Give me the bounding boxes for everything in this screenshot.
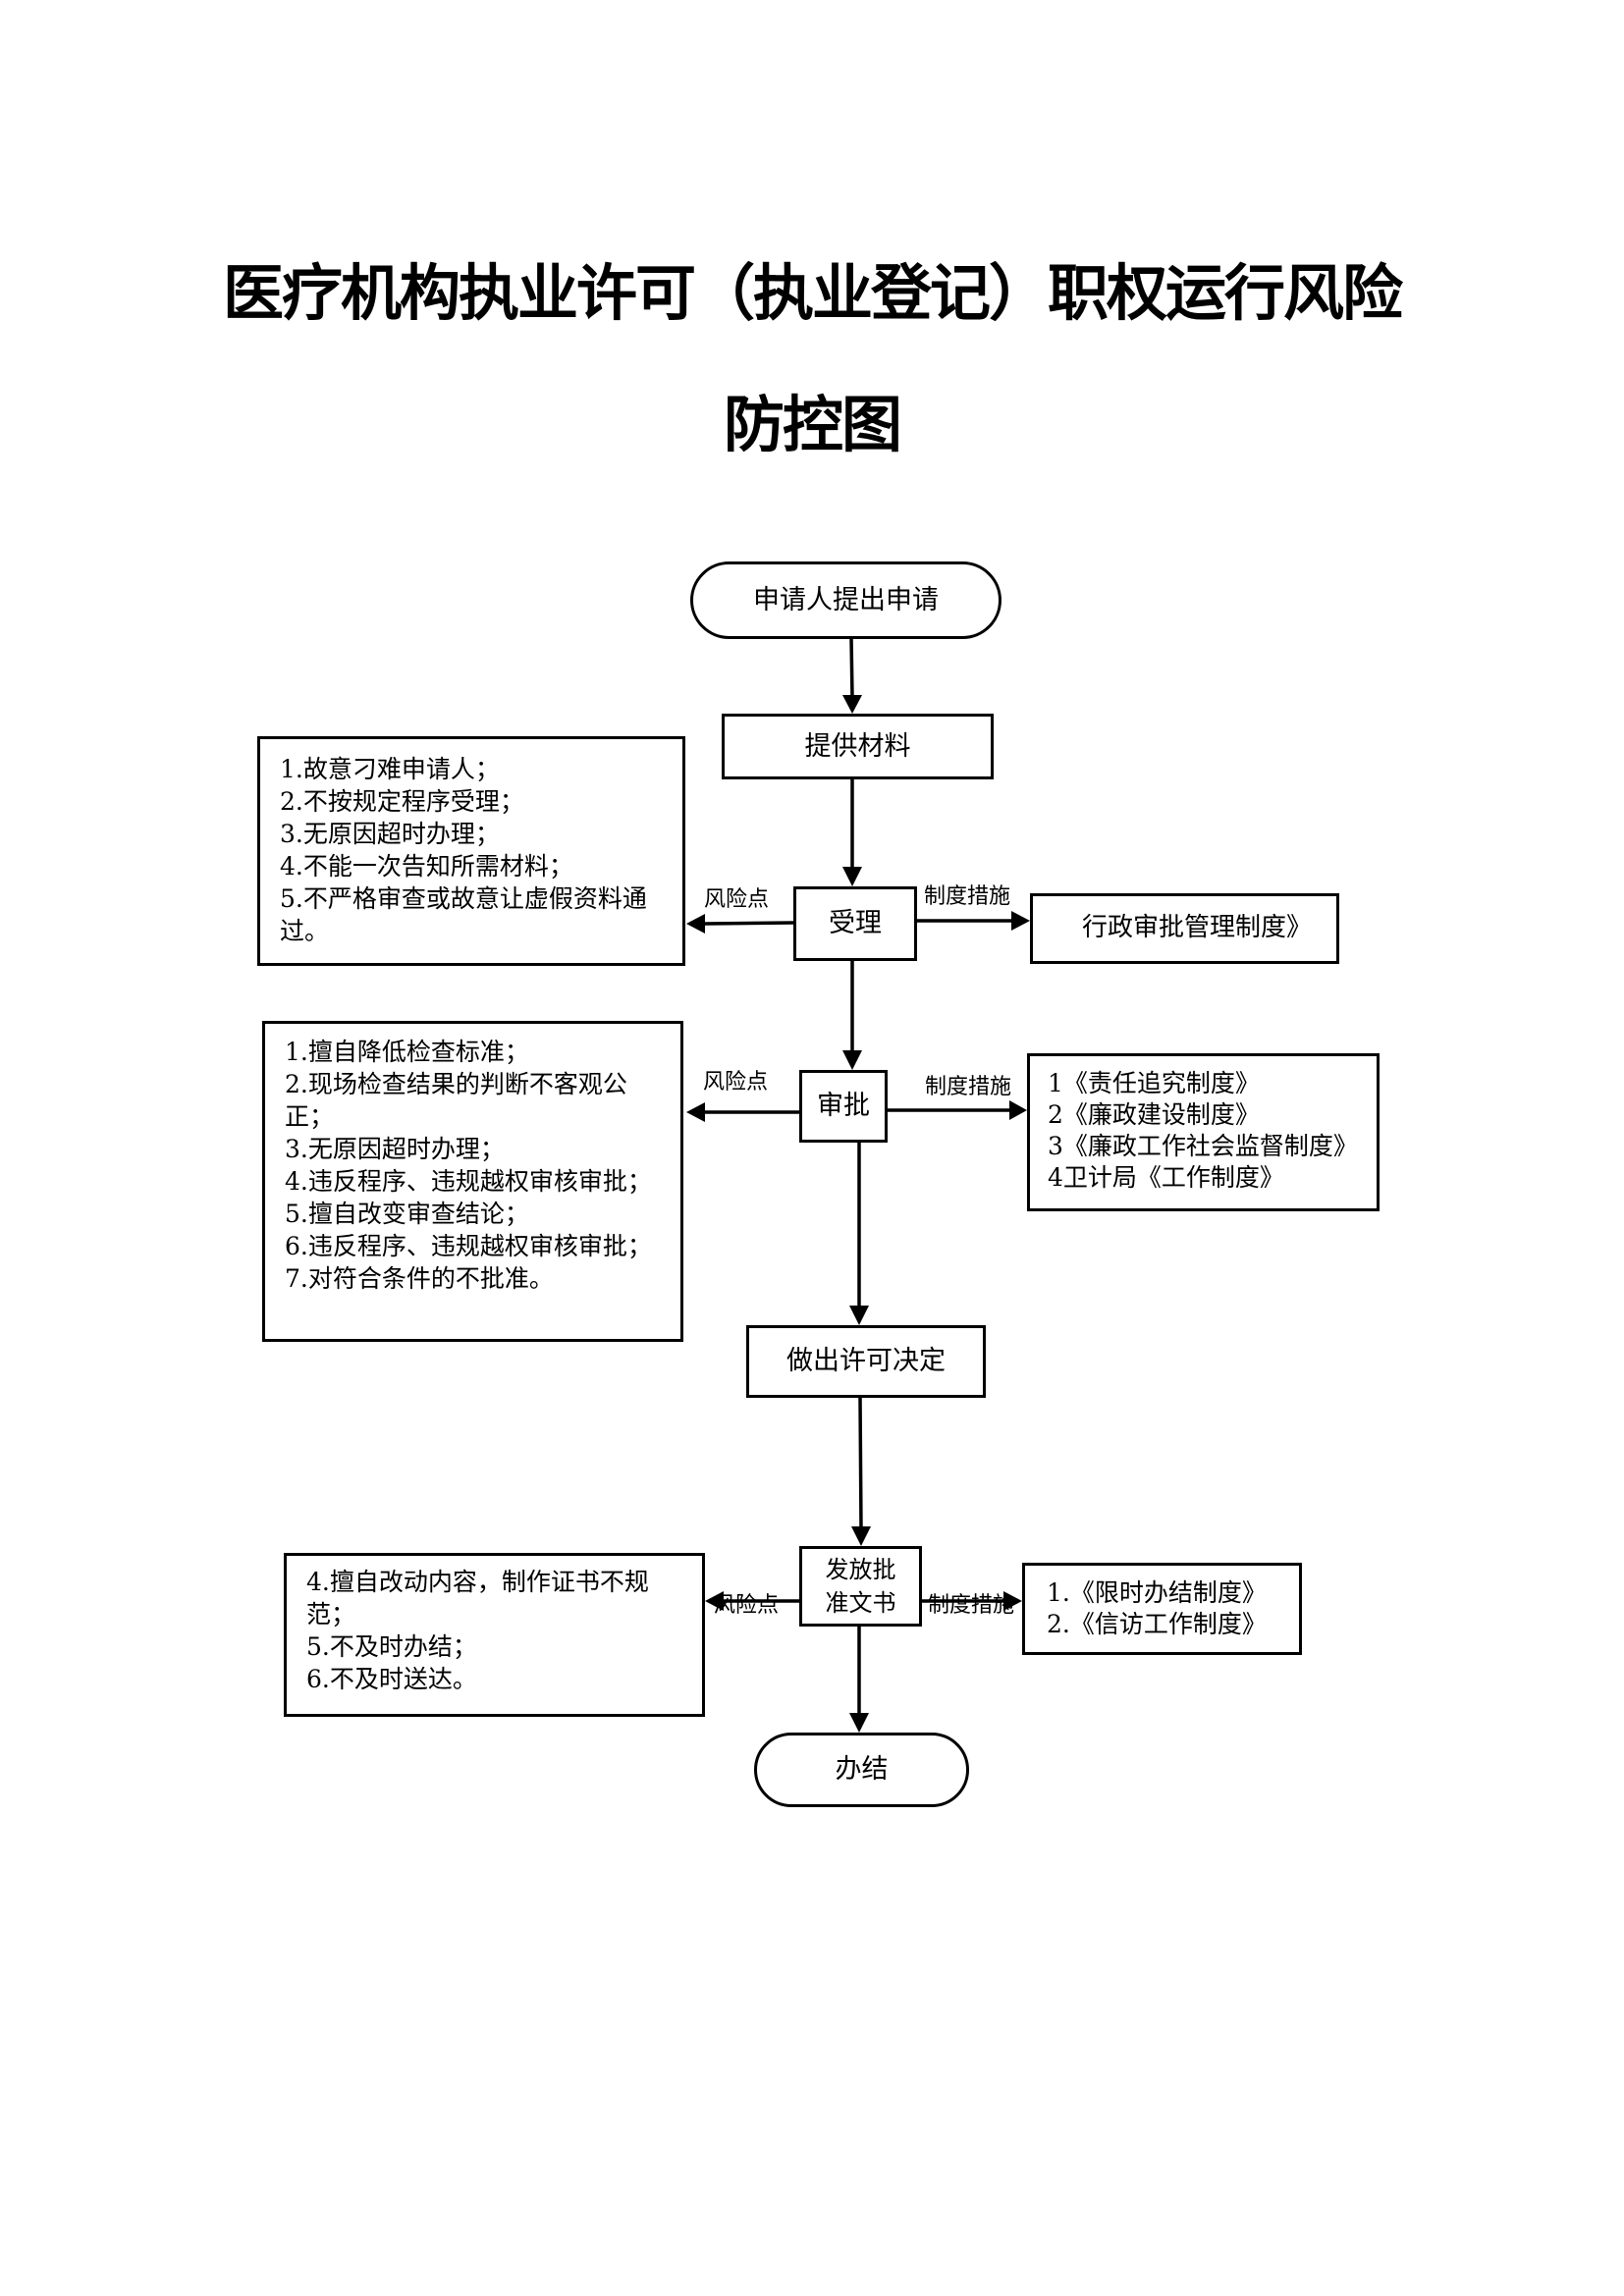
approve-measures-box: 1《责任追究制度》 2《廉政建设制度》 3《廉政工作社会监督制度》 4卫计局《工…: [1027, 1053, 1380, 1211]
risk-item: 5.不严格审查或故意让虚假资料通过。: [280, 884, 647, 945]
issue-measures-box: 1.《限时办结制度》 2.《信访工作制度》: [1022, 1563, 1302, 1655]
decision-label: 做出许可决定: [786, 1346, 946, 1377]
issue-node: 发放批准文书: [799, 1546, 922, 1627]
measure-item: 3《廉政工作社会监督制度》: [1048, 1132, 1358, 1160]
start-node: 申请人提出申请: [690, 561, 1001, 639]
arrowhead: [1011, 911, 1030, 931]
measures-label-approve: 制度措施: [925, 1075, 1012, 1099]
accept-measures-box: 行政审批管理制度》: [1030, 893, 1339, 964]
accept-label: 受理: [829, 908, 882, 939]
risk-point-label-approve: 风险点: [703, 1070, 769, 1095]
decision-node: 做出许可决定: [746, 1325, 986, 1398]
risk-item: 6.违反程序、违规越权审核审批；: [285, 1232, 652, 1260]
measure-item: 1《责任追究制度》: [1048, 1069, 1260, 1097]
risk-item: 7.对符合条件的不批准。: [285, 1264, 554, 1293]
arrowhead: [842, 695, 862, 714]
measures-label-accept: 制度措施: [924, 884, 1011, 909]
risk-point-label-issue: 风险点: [714, 1593, 780, 1618]
risk-point-label-accept: 风险点: [704, 887, 770, 912]
approve-label: 审批: [817, 1091, 870, 1122]
arrowhead: [849, 1306, 869, 1325]
arrowhead: [851, 1526, 871, 1546]
measure-item: 4卫计局《工作制度》: [1048, 1163, 1284, 1192]
risk-item: 2.不按规定程序受理；: [280, 787, 524, 816]
risk-item: 5.不及时办结；: [306, 1632, 477, 1661]
arrowhead: [686, 1102, 705, 1122]
page-title: 医疗机构执业许可（执业登记）职权运行风险: [222, 257, 1403, 329]
risk-item: 4.擅自改动内容，制作证书不规范；: [306, 1568, 649, 1629]
provide-materials-node: 提供材料: [722, 714, 994, 779]
end-node-label: 办结: [835, 1754, 889, 1786]
end-node: 办结: [754, 1733, 969, 1807]
issue-label: 发放批准文书: [825, 1556, 896, 1617]
arrowhead: [849, 1713, 869, 1733]
arrowhead: [842, 1050, 862, 1070]
risk-item: 3.无原因超时办理；: [285, 1135, 505, 1163]
arrowhead: [1003, 1591, 1022, 1611]
page-title-line2: 防控图: [723, 389, 902, 460]
arrow-decision-to-issue: [858, 1396, 863, 1529]
arrowhead: [686, 914, 705, 934]
issue-risks-box: 4.擅自改动内容，制作证书不规范； 5.不及时办结； 6.不及时送达。: [284, 1553, 705, 1717]
risk-item: 1.故意刁难申请人；: [280, 755, 500, 783]
arrow-accept-to-risk: [704, 921, 794, 926]
start-node-label: 申请人提出申请: [753, 584, 939, 615]
approve-node: 审批: [799, 1070, 888, 1143]
risk-item: 4.不能一次告知所需材料；: [280, 852, 573, 881]
arrowhead: [1009, 1100, 1027, 1120]
risk-item: 5.擅自改变审查结论；: [285, 1200, 529, 1228]
measure-item: 2.《信访工作制度》: [1047, 1610, 1267, 1638]
measure-item: 1.《限时办结制度》: [1047, 1578, 1267, 1607]
provide-materials-label: 提供材料: [804, 730, 911, 762]
arrowhead: [705, 1591, 724, 1611]
risk-item: 3.无原因超时办理；: [280, 820, 500, 848]
measures-label-issue: 制度措施: [928, 1593, 1015, 1618]
measure-item: 2《廉政建设制度》: [1048, 1100, 1260, 1129]
measure-item: 行政审批管理制度》: [1082, 913, 1313, 942]
accept-node: 受理: [793, 886, 917, 961]
arrow-start-to-materials: [849, 637, 854, 698]
accept-risks-box: 1.故意刁难申请人； 2.不按规定程序受理； 3.无原因超时办理； 4.不能一次…: [257, 736, 685, 966]
risk-item: 2.现场检查结果的判断不客观公正；: [285, 1070, 627, 1131]
approve-risks-box: 1.擅自降低检查标准； 2.现场检查结果的判断不客观公正； 3.无原因超时办理；…: [262, 1021, 683, 1342]
arrowhead: [842, 867, 862, 886]
risk-item: 1.擅自降低检查标准；: [285, 1038, 529, 1066]
risk-item: 4.违反程序、违规越权审核审批；: [285, 1167, 652, 1196]
risk-item: 6.不及时送达。: [306, 1665, 477, 1693]
